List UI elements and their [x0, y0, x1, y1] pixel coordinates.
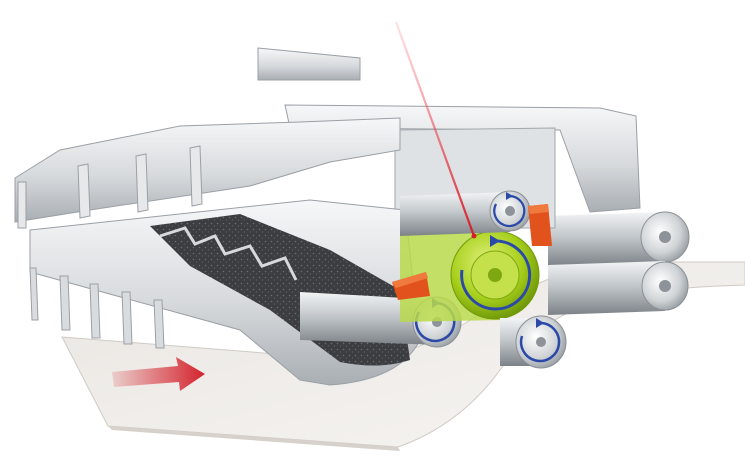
charge-roller [400, 190, 531, 236]
transfer-roller [500, 315, 567, 369]
wiper-blade-left [392, 272, 430, 300]
arrow-right-icon [112, 357, 205, 391]
fuser-roller-upper [548, 211, 690, 266]
laser-beam [394, 21, 477, 239]
photoconductor-drum [400, 226, 540, 322]
wiper-blade-right [528, 204, 552, 246]
fuser-roller-lower [548, 261, 689, 315]
